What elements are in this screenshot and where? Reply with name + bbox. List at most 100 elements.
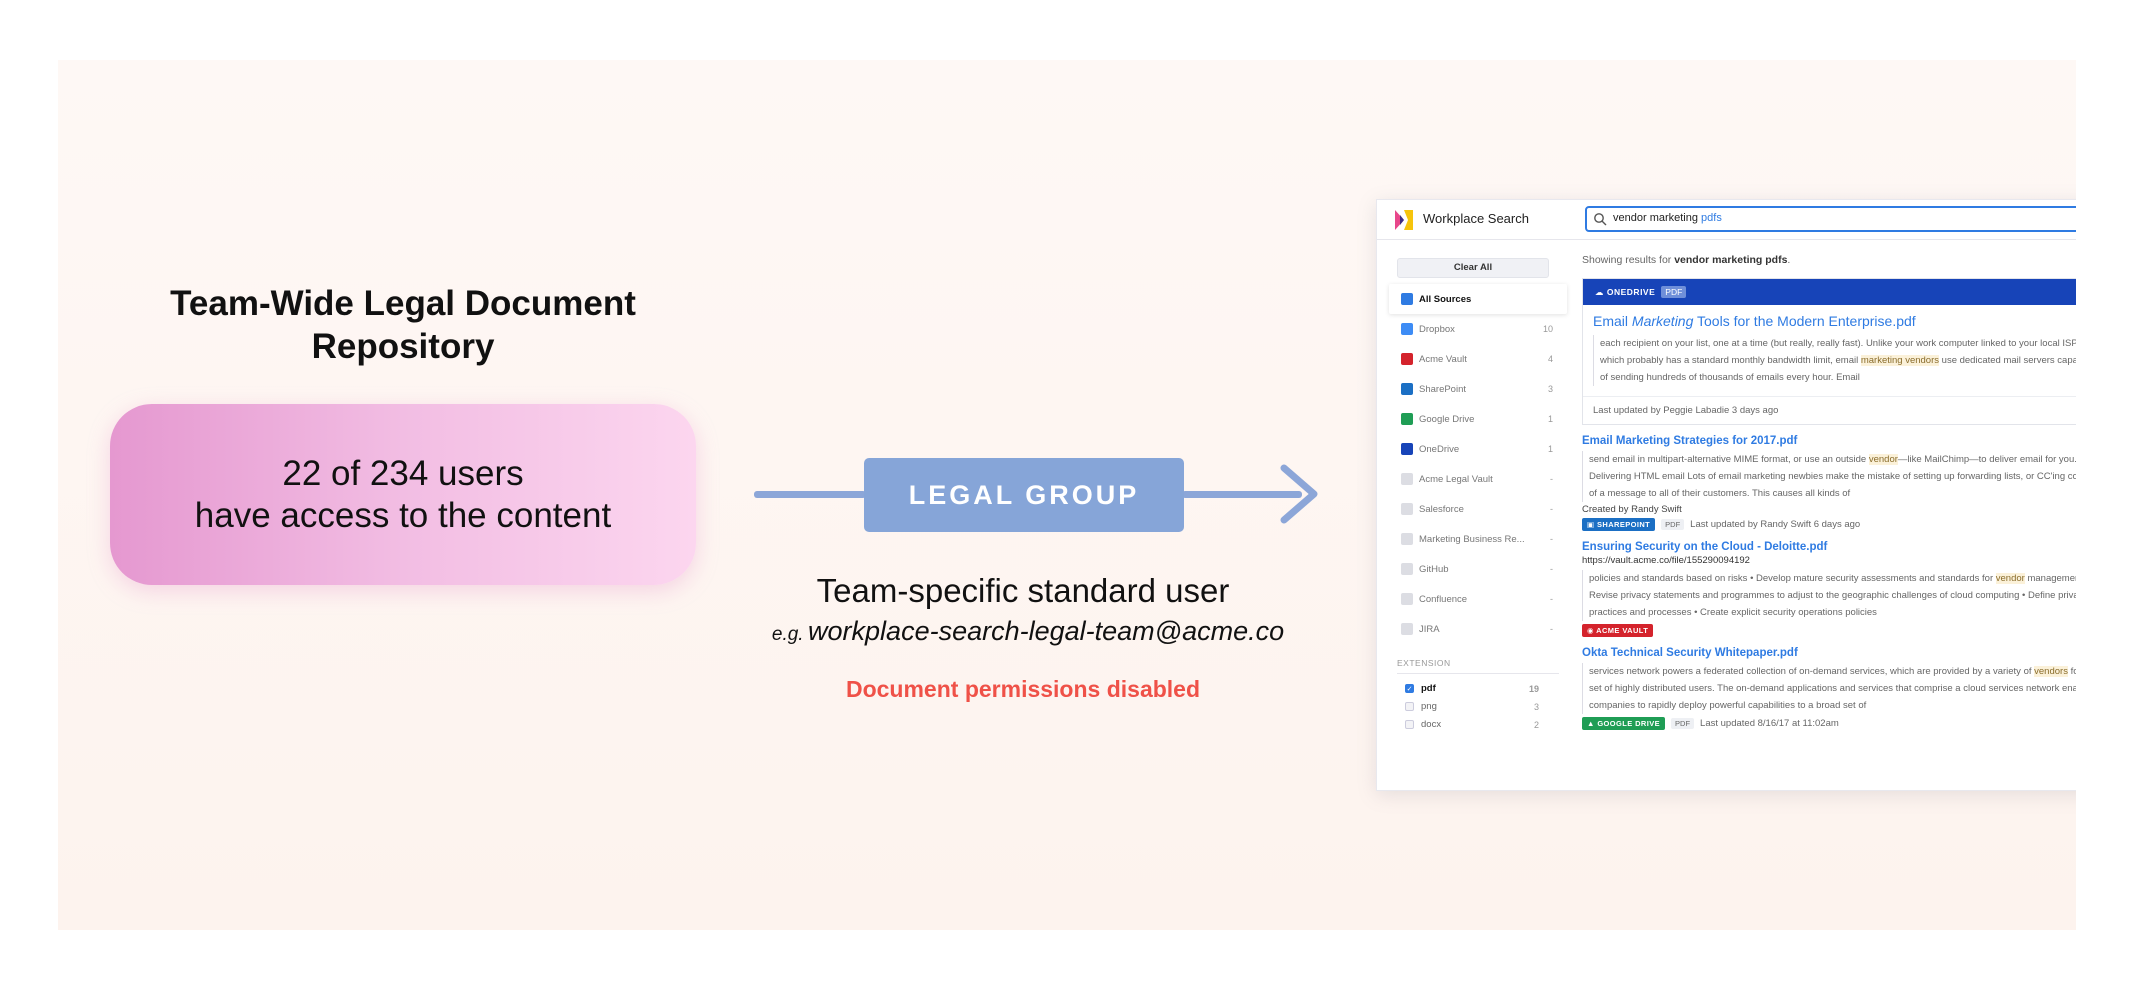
result-title-link[interactable]: Okta Technical Security Whitepaper.pdf [1582,647,1798,659]
clear-all-button[interactable]: Clear All [1397,258,1549,278]
result-title-link[interactable]: Ensuring Security on the Cloud - Deloitt… [1582,541,1828,553]
source-label: Salesforce [1419,503,1464,515]
checkbox-icon[interactable] [1405,702,1414,711]
result-snippet-highlight: vendors [2034,666,2068,677]
result-snippet-highlight: vendor [1868,454,1898,465]
email-prefix: e.g. [771,624,804,645]
featured-result[interactable]: ☁ ONEDRIVE PDF Email Marketing Tools for… [1582,278,2076,425]
source-item[interactable]: Confluence- [1389,584,1567,614]
source-label: Acme Vault [1419,353,1467,365]
source-count: 1 [1547,444,1553,454]
connector-line-left [754,491,866,498]
extension-count: 2 [1533,719,1539,730]
result-updated: Last updated 8/16/17 at 11:02am [1700,718,1839,729]
source-item[interactable]: Salesforce - [1389,494,1567,524]
result-item[interactable]: Ensuring Security on the Cloud - Deloitt… [1582,541,2076,637]
acme-vault-badge-label: ACME VAULT [1596,626,1649,635]
source-count: 10 [1542,324,1553,334]
result-meta: ◉ ACME VAULT [1582,624,2076,637]
source-label: SharePoint [1419,383,1467,395]
source-item[interactable]: JIRA - [1389,614,1567,644]
google-drive-badge: ▲ GOOGLE DRIVE [1582,717,1666,730]
extension-label-text: png [1421,701,1437,712]
featured-title-em: Marketing [1631,313,1694,329]
extension-label-text: pdf [1421,683,1436,694]
featured-type-tag: PDF [1661,286,1687,298]
results-panel: Showing results for vendor marketing pdf… [1582,254,2076,730]
results-summary: Showing results for vendor marketing pdf… [1582,254,2076,266]
result-snippet-highlight: vendor [1995,573,2025,584]
source-label: GitHub [1419,563,1449,575]
source-label: Marketing Business Re... [1419,533,1525,545]
result-meta: ▲ GOOGLE DRIVE PDF Last updated 8/16/17 … [1582,717,2076,730]
source-label: Google Drive [1419,413,1475,425]
source-item[interactable]: Dropbox 10 [1389,314,1567,344]
acme-vault-badge: ◉ ACME VAULT [1582,624,1654,637]
sharepoint-badge-label: SHAREPOINT [1596,520,1651,529]
extension-filter-docx[interactable]: docx 2 [1389,716,1567,733]
source-label: Acme Legal Vault [1419,473,1493,485]
result-title-link[interactable]: Email Marketing Strategies for 2017.pdf [1582,435,1798,447]
acme-legal-vault-icon [1401,473,1413,485]
checkbox-icon[interactable] [1405,720,1414,729]
source-item[interactable]: GitHub - [1389,554,1567,584]
result-snippet-part-1: send email in multipart-alternative MIME… [1589,454,1869,465]
featured-source-tag: ☁ ONEDRIVE [1595,286,1656,297]
salesforce-icon [1401,503,1413,515]
checkbox-icon[interactable]: ✓ [1405,684,1414,693]
source-item[interactable]: Acme Legal Vault - [1389,464,1567,494]
showing-suffix: . [1787,254,1791,266]
source-count: - [1550,564,1553,574]
source-count: - [1550,624,1553,634]
result-item[interactable]: Email Marketing Strategies for 2017.pdf … [1582,435,2076,531]
workplace-search-screenshot: Workplace Search vendor marketing pdfs C… [1376,199,2076,791]
source-item[interactable]: Marketing Business Re...- [1389,524,1567,554]
featured-body: Email Marketing Tools for the Modern Ent… [1583,305,2076,396]
result-snippet: services network powers a federated coll… [1582,663,2076,714]
repository-title: Team-Wide Legal Document Repository [170,284,636,366]
standard-user-title: Team-specific standard user [816,572,1230,609]
showing-prefix: Showing results for [1582,254,1675,266]
access-description: have access to the content [194,495,612,535]
source-item[interactable]: OneDrive 1 [1389,434,1567,464]
result-snippet-part-1: policies and standards based on risks • … [1589,573,1996,584]
github-icon [1401,563,1413,575]
extension-label: EXTENSION [1397,658,1451,668]
featured-snippet: each recipient on your list, one at a ti… [1593,335,2076,386]
brand-name: Workplace Search [1423,211,1529,226]
source-label: OneDrive [1419,443,1460,455]
permissions-warning: Document permissions disabled [845,676,1201,702]
source-label: Dropbox [1419,323,1455,335]
source-count: - [1550,504,1553,514]
result-snippet: policies and standards based on risks • … [1582,570,2076,621]
featured-snippet-part-2: use dedicated mail servers capable of se… [1600,355,2076,383]
legal-group-box: LEGAL GROUP [864,458,1184,532]
connector-line-right [1182,491,1302,498]
source-label: JIRA [1419,623,1440,635]
confluence-icon [1401,593,1413,605]
email-address: workplace-search-legal-team@acme.co [808,616,1285,646]
arrow-right-icon [1280,464,1318,524]
source-count: - [1550,474,1553,484]
result-url[interactable]: https://vault.acme.co/file/155290094192 [1582,555,1750,566]
source-item[interactable]: All Sources [1389,284,1567,314]
result-type-tag: PDF [1671,718,1695,729]
result-snippet-part-2: management • Revise privacy statements a… [1589,573,2076,618]
featured-title-pre: Email [1593,313,1632,329]
featured-footer: Last updated by Peggie Labadie 3 days ag… [1583,396,2076,424]
all-sources-icon [1401,293,1413,305]
acme-vault-icon [1401,353,1413,365]
search-icon [1594,213,1607,226]
result-item[interactable]: Okta Technical Security Whitepaper.pdf s… [1582,647,2076,730]
extension-label-text: docx [1421,719,1442,730]
marketing-business-icon [1401,533,1413,545]
search-input[interactable]: vendor marketing pdfs [1585,206,2076,232]
featured-title-link[interactable]: Email Marketing Tools for the Modern Ent… [1593,313,2076,329]
